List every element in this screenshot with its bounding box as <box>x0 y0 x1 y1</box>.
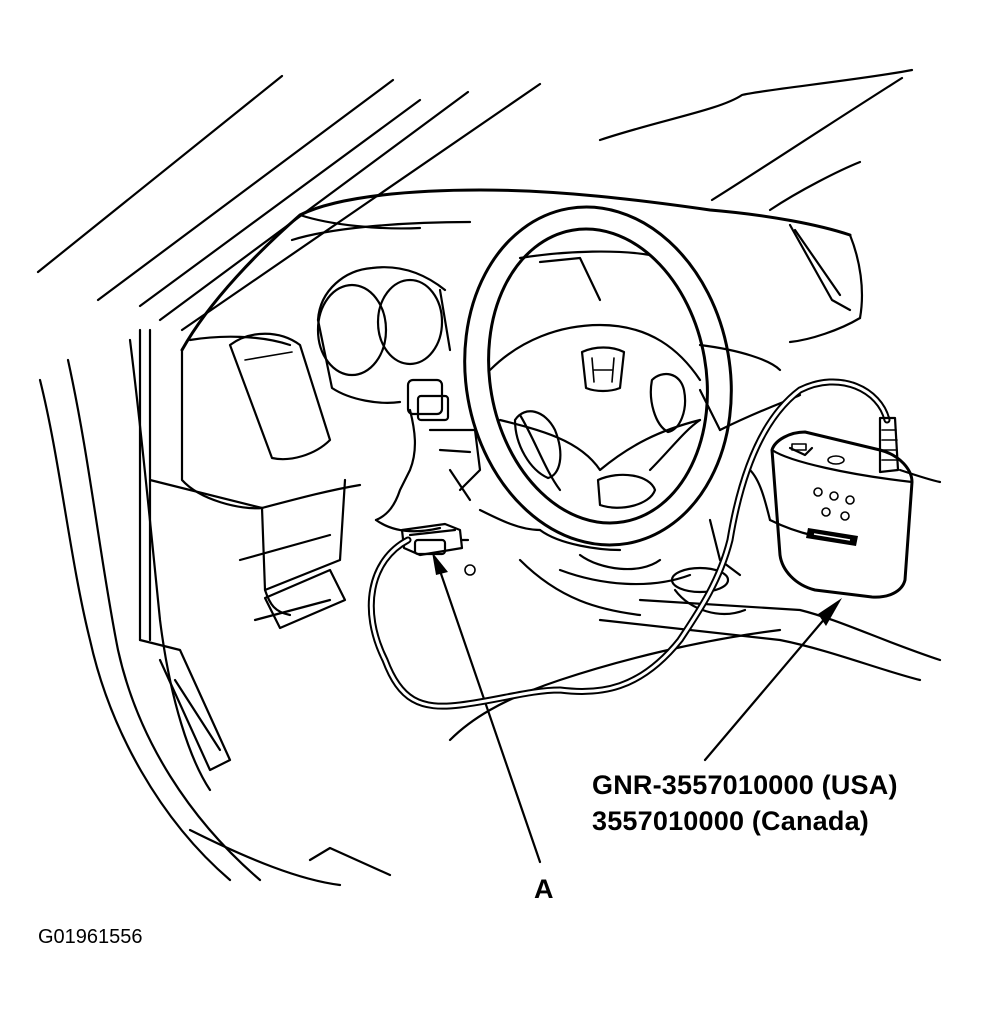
windshield-lines <box>36 68 914 332</box>
steering-wheel <box>463 205 733 547</box>
diagnostic-tester <box>770 430 914 599</box>
figure-code: G01961556 <box>38 926 143 948</box>
gauge-cluster <box>316 266 452 404</box>
center-console <box>263 468 942 742</box>
callout-label-a: A <box>534 874 554 904</box>
honda-h-logo-icon <box>580 346 626 393</box>
data-link-connector <box>400 522 476 576</box>
part-number-canada: 3557010000 (Canada) <box>592 806 869 836</box>
door-frame <box>38 328 392 887</box>
part-number-usa: GNR-3557010000 (USA) <box>592 770 898 800</box>
tester-cable <box>367 378 900 710</box>
leader-lines <box>432 552 842 864</box>
steering-column <box>374 408 542 533</box>
dashboard <box>148 188 864 622</box>
ignition-switch <box>406 378 450 422</box>
honda-badge-icon <box>806 528 858 546</box>
